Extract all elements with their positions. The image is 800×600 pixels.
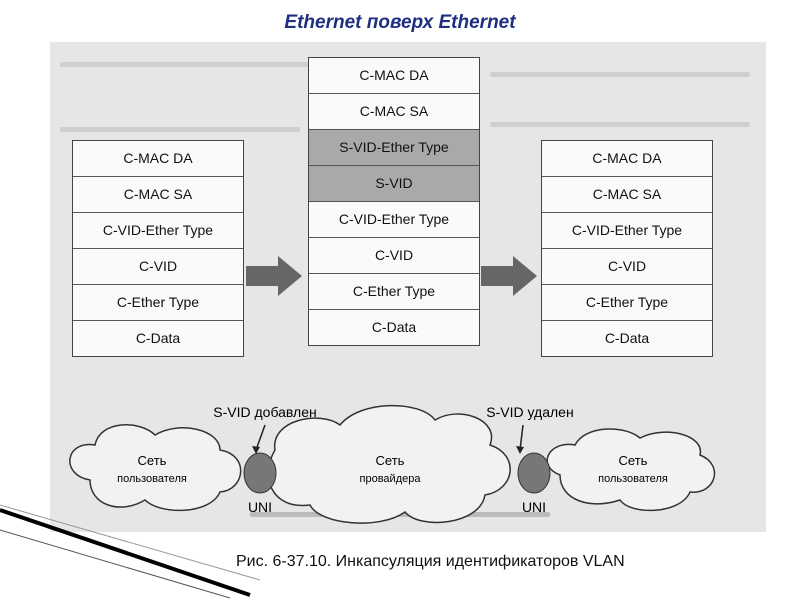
frame-field: C-MAC DA xyxy=(542,141,712,177)
user-network-cloud-left xyxy=(69,424,242,512)
frame-field: C-MAC DA xyxy=(309,58,479,94)
frame-field: C-MAC SA xyxy=(73,177,243,213)
frame-field: C-MAC DA xyxy=(73,141,243,177)
uni-node-left xyxy=(243,452,277,494)
frame-field: C-Ether Type xyxy=(309,274,479,310)
right-arrow-icon xyxy=(246,256,302,296)
provider-net-sub: провайдера xyxy=(360,473,422,485)
frame-field: C-Data xyxy=(135,330,181,346)
right-arrow-icon xyxy=(481,256,537,296)
frame-field: C-MAC SA xyxy=(309,94,479,130)
frame-field: S-VID-Ether Type xyxy=(309,130,479,166)
uni-node-right xyxy=(517,452,551,494)
user-net-sub-left: пользователя xyxy=(117,473,187,485)
provider-network-cloud xyxy=(267,404,511,524)
frame-field: C-VID xyxy=(309,238,479,274)
frame-field: C-VID xyxy=(542,249,712,285)
uni-label-left: UNI xyxy=(248,499,272,515)
frame-field: C-MAC SA xyxy=(542,177,712,213)
frame-field: C-VID-Ether Type xyxy=(309,202,479,238)
frame-field: C-Data xyxy=(371,319,417,335)
frame-field: C-VID-Ether Type xyxy=(73,213,243,249)
frame-field: C-VID-Ether Type xyxy=(542,213,712,249)
decorative-lines xyxy=(0,504,260,599)
svid-added-label: S-VID добавлен xyxy=(213,404,316,420)
user-network-cloud-right xyxy=(546,428,716,512)
user-net-sub-right: пользователя xyxy=(598,473,668,485)
frame-field: C-Data xyxy=(604,330,650,346)
network-diagram: S-VID добавлен S-VID удален Сеть пользов… xyxy=(69,404,716,524)
frame-field: C-Ether Type xyxy=(73,285,243,321)
frame-field: C-Ether Type xyxy=(542,285,712,321)
slide-title: Ethernet поверх Ethernet xyxy=(284,12,516,33)
svid-removed-label: S-VID удален xyxy=(486,404,573,420)
user-net-title-right: Сеть xyxy=(619,453,648,468)
user-net-title-left: Сеть xyxy=(138,453,167,468)
frame-field: S-VID xyxy=(309,166,479,202)
figure-caption: Рис. 6-37.10. Инкапсуляция идентификатор… xyxy=(236,553,625,570)
frame-field: C-VID xyxy=(73,249,243,285)
provider-net-title: Сеть xyxy=(376,453,405,468)
uni-label-right: UNI xyxy=(522,499,546,515)
